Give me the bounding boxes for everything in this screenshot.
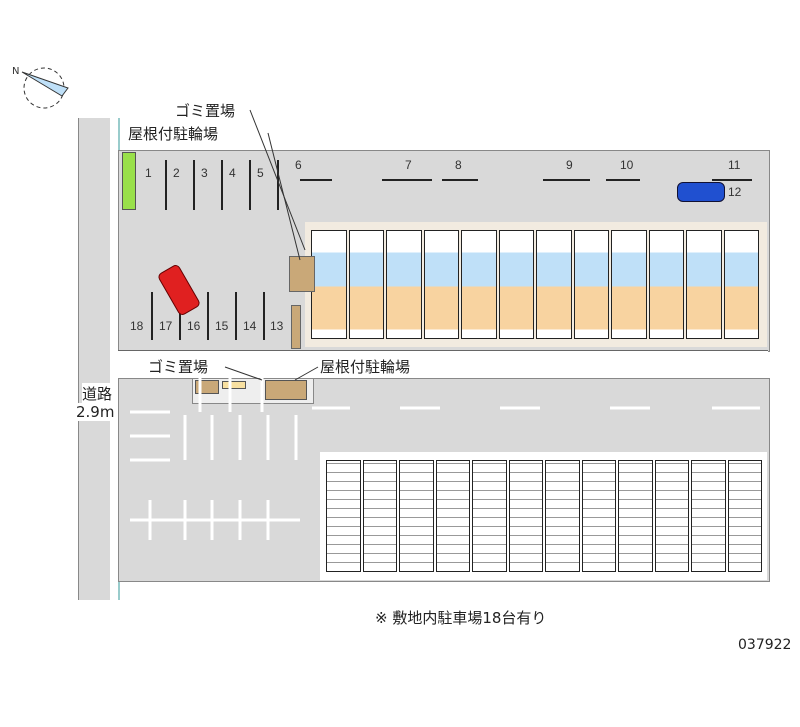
space-9: 9 (566, 158, 573, 172)
apartment-unit (399, 460, 434, 572)
parking-note: ※ 敷地内駐車場18台有り (375, 609, 547, 627)
hedge (122, 152, 136, 210)
space-13: 13 (270, 319, 284, 333)
apartment-unit (362, 460, 397, 572)
apartment-unit (545, 460, 580, 572)
space-14: 14 (243, 319, 257, 333)
footpath (118, 350, 768, 380)
apartment-unit (472, 460, 507, 572)
space-5: 5 (257, 166, 264, 180)
space-11: 11 (728, 158, 741, 172)
space-17: 17 (159, 319, 173, 333)
space-4: 4 (229, 166, 236, 180)
apartment-unit (581, 460, 616, 572)
apartment-unit (508, 460, 543, 572)
leader-line (267, 132, 301, 261)
road (78, 118, 112, 600)
apartment-unit (691, 460, 726, 572)
space-6: 6 (295, 158, 302, 172)
leader-line (224, 366, 263, 381)
storage (222, 381, 246, 389)
apartment-unit (348, 230, 384, 339)
svg-text:N: N (12, 66, 19, 77)
space-18: 18 (130, 319, 144, 333)
space-7: 7 (405, 158, 412, 172)
space-1: 1 (145, 166, 152, 180)
apartment-unit (648, 230, 684, 339)
space-8: 8 (455, 158, 462, 172)
lower-building (320, 452, 767, 580)
road-width: 2.9m (76, 403, 115, 421)
garbage-label-top: ゴミ置場 (175, 102, 236, 120)
apartment-unit (611, 230, 647, 339)
leader-line (249, 109, 306, 251)
road-label: 道路 (82, 383, 113, 404)
space-12: 12 (728, 185, 742, 199)
apartment-unit (386, 230, 422, 339)
car-blue-icon (677, 182, 725, 202)
apartment-unit (727, 460, 762, 572)
garbage-area-top (291, 305, 301, 349)
bicycle-label-top: 屋根付駐輪場 (128, 125, 219, 143)
apartment-unit (686, 230, 722, 339)
apartment-unit (326, 460, 361, 572)
leader-line (294, 366, 319, 381)
apartment-unit (498, 230, 534, 339)
apartment-unit (435, 460, 470, 572)
apartment-unit (654, 460, 689, 572)
apartment-unit (536, 230, 572, 339)
apartment-unit (723, 230, 759, 339)
upper-building (305, 222, 767, 347)
apartment-unit (573, 230, 609, 339)
space-3: 3 (201, 166, 208, 180)
bicycle-parking-top (289, 256, 315, 292)
space-15: 15 (215, 319, 229, 333)
bicycle-label-mid: 屋根付駐輪場 (320, 358, 411, 376)
apartment-unit (461, 230, 497, 339)
apartment-unit (423, 230, 459, 339)
compass-north-icon: N (12, 66, 69, 109)
bicycle-parking-mid (265, 380, 307, 400)
space-2: 2 (173, 166, 180, 180)
garbage-label-mid: ゴミ置場 (148, 358, 209, 376)
apartment-unit (618, 460, 653, 572)
space-10: 10 (620, 158, 634, 172)
property-code: 037922 (738, 637, 792, 653)
space-16: 16 (187, 319, 201, 333)
